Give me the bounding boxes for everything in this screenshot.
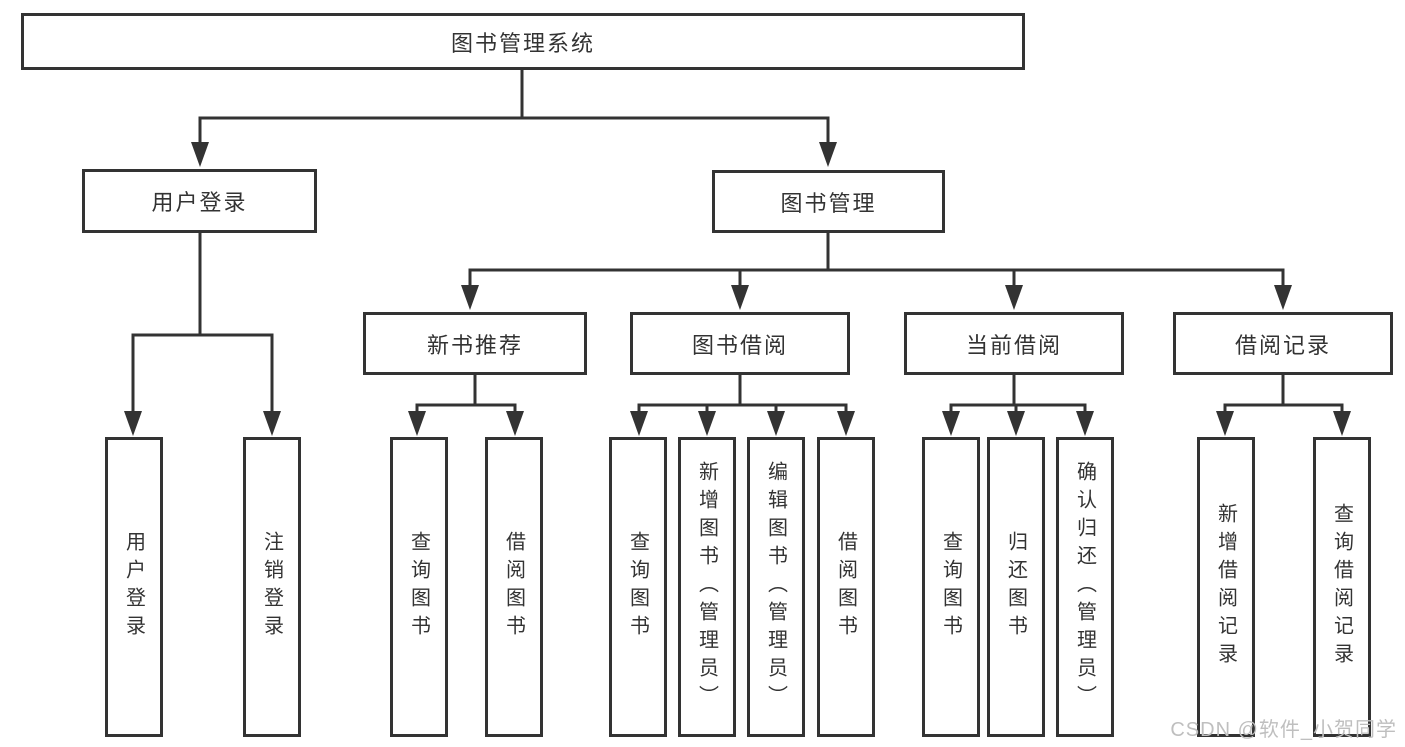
leaf-borrow-books: 借阅图书: [817, 437, 875, 737]
leaf-query-borrow-record: 查询借阅记录: [1313, 437, 1371, 737]
connector-level1-bar: [198, 116, 830, 145]
arrowheads: [124, 142, 1351, 436]
node-borrow-records: 借阅记录: [1173, 312, 1393, 375]
connector-login-children: [131, 233, 274, 414]
connector-current-children: [949, 375, 1087, 414]
node-user-login: 用户登录: [82, 169, 317, 233]
leaf-edit-book-admin: 编辑图书（管理员）: [747, 437, 805, 737]
node-book-borrow: 图书借阅: [630, 312, 850, 375]
connector-borrow-children: [637, 375, 848, 414]
leaf-add-book-admin: 新增图书（管理员）: [678, 437, 736, 737]
connector-rec-children: [415, 375, 517, 414]
leaf-borrow-books-recommend: 借阅图书: [485, 437, 543, 737]
leaf-add-borrow-record: 新增借阅记录: [1197, 437, 1255, 737]
leaf-query-books-current: 查询图书: [922, 437, 980, 737]
node-current-borrow: 当前借阅: [904, 312, 1124, 375]
leaf-query-books-borrow: 查询图书: [609, 437, 667, 737]
leaf-confirm-return-admin: 确认归还（管理员）: [1056, 437, 1114, 737]
leaf-query-books-recommend: 查询图书: [390, 437, 448, 737]
connector-records-children: [1223, 375, 1344, 414]
leaf-user-login: 用户登录: [105, 437, 163, 737]
node-book-management: 图书管理: [712, 170, 945, 233]
connector-mgmt-children: [468, 233, 1285, 288]
leaf-return-books: 归还图书: [987, 437, 1045, 737]
node-new-book-recommend: 新书推荐: [363, 312, 587, 375]
leaf-logout: 注销登录: [243, 437, 301, 737]
node-library-system: 图书管理系统: [21, 13, 1025, 70]
